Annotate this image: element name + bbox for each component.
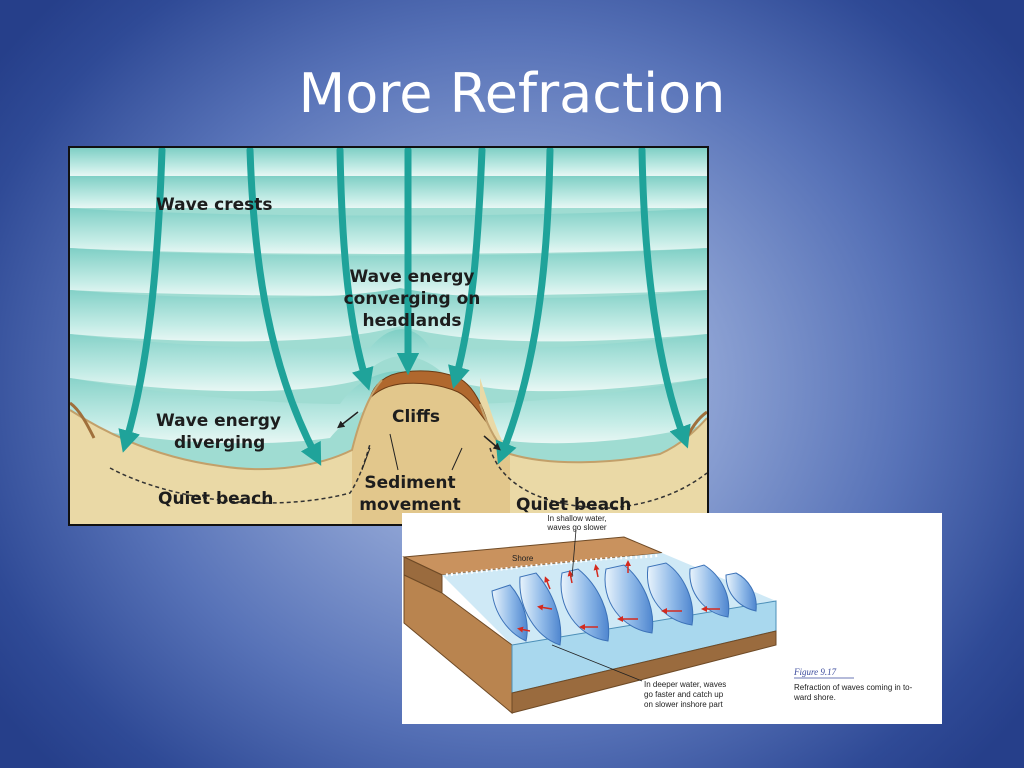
label-deeper-3: on slower inshore part (644, 700, 723, 709)
headland (352, 371, 510, 524)
label-diverging-1: Wave energy (156, 411, 281, 431)
wave-refraction-diagram: Wave crests Wave energy converging on he… (68, 146, 709, 526)
wave-refraction-illustration: Wave crests Wave energy converging on he… (70, 148, 707, 524)
label-quiet-beach-left: Quiet beach (158, 489, 273, 509)
label-deeper-2: go faster and catch up (644, 690, 724, 699)
block-diagram-illustration: In shallow water, waves go slower Shore … (402, 514, 913, 715)
label-cliffs: Cliffs (392, 407, 440, 427)
label-shore: Shore (512, 554, 534, 563)
label-quiet-beach-right: Quiet beach (516, 495, 631, 515)
label-converging-1: Wave energy (350, 267, 475, 287)
label-shallow-1: In shallow water, (547, 514, 606, 523)
label-shallow-2: waves go slower (546, 523, 606, 532)
caption-1: Refraction of waves coming in to- (794, 683, 913, 692)
caption-2: ward shore. (793, 693, 836, 702)
label-converging-2: converging on (344, 289, 481, 309)
label-wave-crests: Wave crests (156, 195, 273, 215)
label-sediment-1: Sediment (364, 473, 455, 493)
right-beach (480, 378, 707, 524)
figure-number: Figure 9.17 (793, 667, 837, 677)
slide-title: More Refraction (298, 62, 726, 125)
wave-fronts (491, 562, 757, 646)
label-diverging-2: diverging (174, 433, 265, 453)
energy-arrows (118, 148, 691, 466)
label-deeper-1: In deeper water, waves (644, 680, 726, 689)
label-sediment-2: movement (359, 495, 460, 515)
wave-refraction-block-diagram: In shallow water, waves go slower Shore … (402, 513, 942, 724)
left-beach (70, 380, 386, 524)
wave-direction-arrows (517, 560, 720, 633)
label-converging-3: headlands (363, 311, 462, 331)
